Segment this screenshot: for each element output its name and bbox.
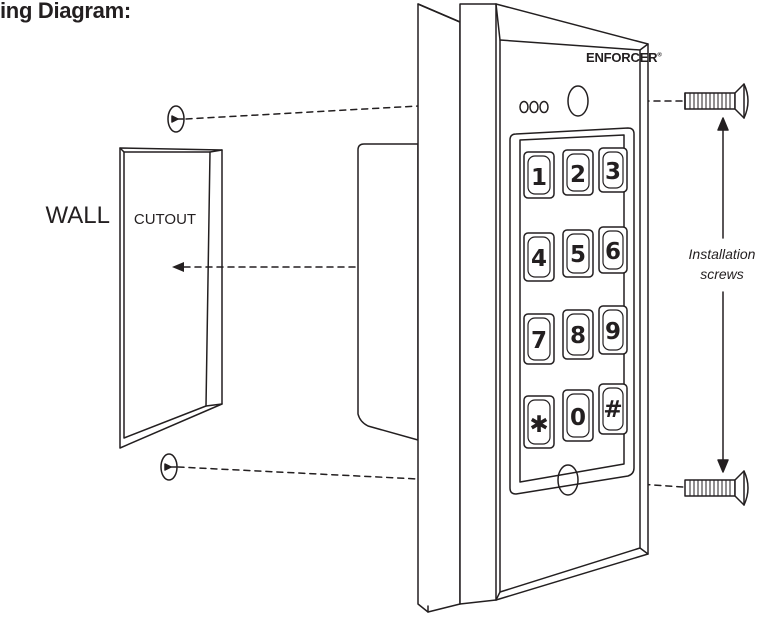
wall-label: WALL (45, 202, 110, 229)
installation-label-line2: screws (700, 266, 744, 282)
keypad-side (417, 3, 461, 613)
keypad-keys: 1 2 3 4 5 6 7 (523, 147, 628, 449)
key-9: 9 (598, 305, 628, 355)
key-label: 6 (605, 239, 621, 265)
key-label: # (603, 397, 622, 423)
keypad-bezel (509, 127, 635, 495)
key-star: ✱ (523, 395, 555, 449)
keypad-hole-top (567, 85, 589, 117)
key-3: 3 (598, 147, 628, 193)
key-0: 0 (562, 389, 594, 442)
installation-screws-label: Installation screws (672, 244, 763, 284)
key-label: 1 (531, 165, 547, 191)
key-label: 5 (570, 242, 586, 268)
key-label: 4 (531, 246, 547, 272)
brand-mark: ® (657, 52, 662, 59)
back-housing (357, 143, 419, 441)
key-label: 3 (605, 159, 621, 185)
cutout-arrow-head (172, 262, 184, 272)
key-4: 4 (523, 232, 555, 282)
diagram-title: ing Diagram: (0, 0, 131, 23)
screws-arrow (717, 117, 729, 473)
screw-bottom (684, 470, 749, 506)
keypad-face (459, 3, 649, 605)
installation-label-line1: Installation (688, 246, 756, 262)
key-label: 7 (531, 328, 547, 354)
key-label: 8 (570, 323, 586, 349)
key-label: 9 (605, 319, 621, 345)
status-leds (519, 100, 549, 114)
wall-cutout (119, 147, 223, 449)
brand-name: ENFORCER (586, 50, 658, 65)
key-8: 8 (562, 309, 594, 360)
key-7: 7 (523, 313, 555, 365)
brand-logo: ENFORCER® (586, 50, 662, 65)
wall-hole-bottom (160, 453, 178, 481)
wall-hole-top (167, 105, 185, 133)
key-hash: # (598, 383, 628, 435)
keypad-hole-bottom (557, 464, 579, 496)
key-5: 5 (562, 229, 594, 278)
cutout-label: CUTOUT (133, 211, 197, 228)
key-2: 2 (562, 149, 594, 196)
key-label: ✱ (529, 412, 548, 438)
key-1: 1 (523, 151, 555, 199)
screw-top (684, 83, 749, 119)
key-6: 6 (598, 226, 628, 274)
key-label: 2 (570, 162, 586, 188)
key-label: 0 (570, 405, 586, 431)
